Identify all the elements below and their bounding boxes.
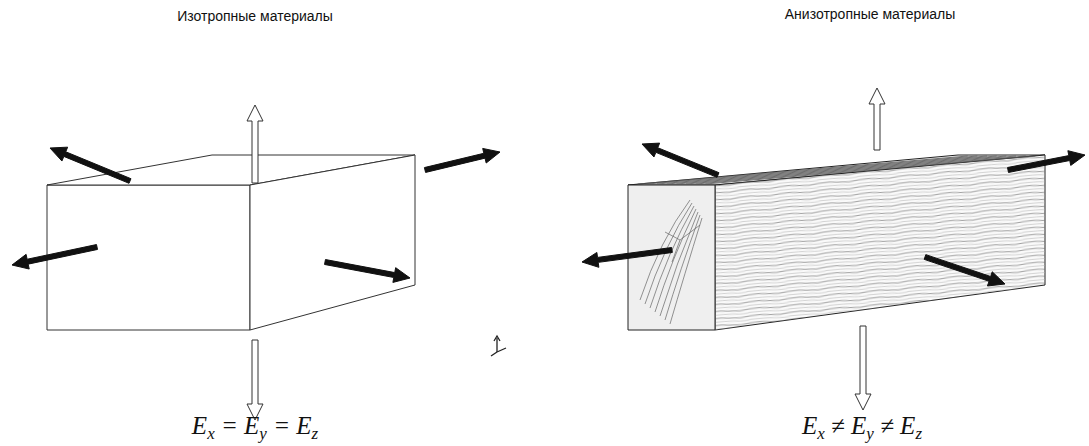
- load-arrow: [642, 143, 719, 177]
- load-arrow: [50, 147, 131, 183]
- load-arrow: [924, 255, 1005, 286]
- isotropic-block: [47, 185, 250, 330]
- hollow-arrow: [247, 105, 263, 183]
- wood-end-face: [628, 185, 715, 330]
- load-arrow: [424, 148, 500, 172]
- load-arrow: [12, 245, 98, 269]
- hollow-arrow: [855, 326, 871, 410]
- load-arrow: [582, 248, 672, 268]
- end-grain: [640, 200, 702, 324]
- load-arrow: [325, 260, 410, 283]
- panel-heading: Анизотропные материалы: [785, 6, 955, 22]
- panel-heading: Изотропные материалы: [177, 8, 333, 24]
- modulus-formula: Ex = Ey = Ez: [192, 412, 318, 444]
- wood-side-face: [715, 155, 1045, 330]
- isotropic-block: [250, 155, 415, 330]
- wood-top-grain: [638, 156, 1036, 184]
- hollow-arrow: [869, 88, 885, 150]
- hollow-arrow: [247, 340, 263, 420]
- wood-grain: [715, 155, 1045, 330]
- axis-icon: [491, 336, 506, 356]
- modulus-formula: Ex ≠ Ey ≠ Ez: [802, 412, 922, 444]
- load-arrow: [1008, 151, 1085, 173]
